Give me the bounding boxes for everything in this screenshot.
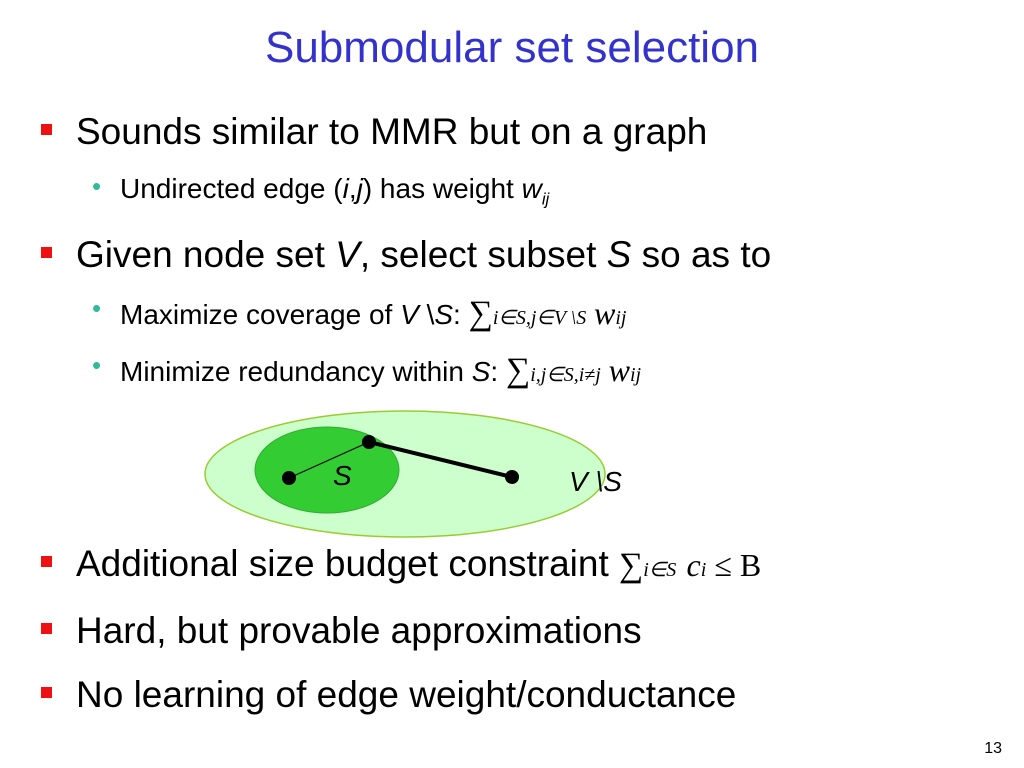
node xyxy=(282,471,296,485)
node xyxy=(505,470,519,484)
inner-set-s xyxy=(254,426,400,514)
bullet-marker xyxy=(41,687,52,698)
subbullet-text: Undirected edge (i,j) has weight wij xyxy=(120,173,550,209)
subbullet-marker: • xyxy=(92,293,102,323)
edge-thick xyxy=(368,440,513,479)
bullet-marker xyxy=(41,623,52,634)
bullet-text: Additional size budget constraint ∑i∈S c… xyxy=(76,543,762,584)
sum-symbol: ∑ xyxy=(619,547,644,584)
bullet-text: No learning of edge weight/conductance xyxy=(76,674,737,715)
page-number: 13 xyxy=(984,740,1002,757)
subbullet-text: Minimize redundancy within S: ∑i,j∈S,i≠j… xyxy=(120,352,642,389)
label-v-minus-s: V \S xyxy=(569,466,622,497)
subbullet-text: Maximize coverage of V \S: ∑i∈S,j∈V \S w… xyxy=(120,295,627,332)
node xyxy=(362,435,376,449)
bullet-marker xyxy=(41,124,52,135)
edge-thin xyxy=(288,441,370,479)
bullet-text: Sounds similar to MMR but on a graph xyxy=(76,111,708,152)
bullet-marker xyxy=(41,556,52,567)
bullet-text: Given node set V, select subset S so as … xyxy=(76,234,772,275)
bullet-marker xyxy=(41,247,52,258)
slide-title: Submodular set selection xyxy=(264,23,760,72)
bullet-text: Hard, but provable approximations xyxy=(76,610,642,651)
subbullet-marker: • xyxy=(92,350,102,380)
subbullet-marker: • xyxy=(92,171,102,201)
sum-symbol: ∑ xyxy=(468,295,493,332)
label-s: S xyxy=(333,460,352,491)
sum-symbol: ∑ xyxy=(505,352,531,389)
